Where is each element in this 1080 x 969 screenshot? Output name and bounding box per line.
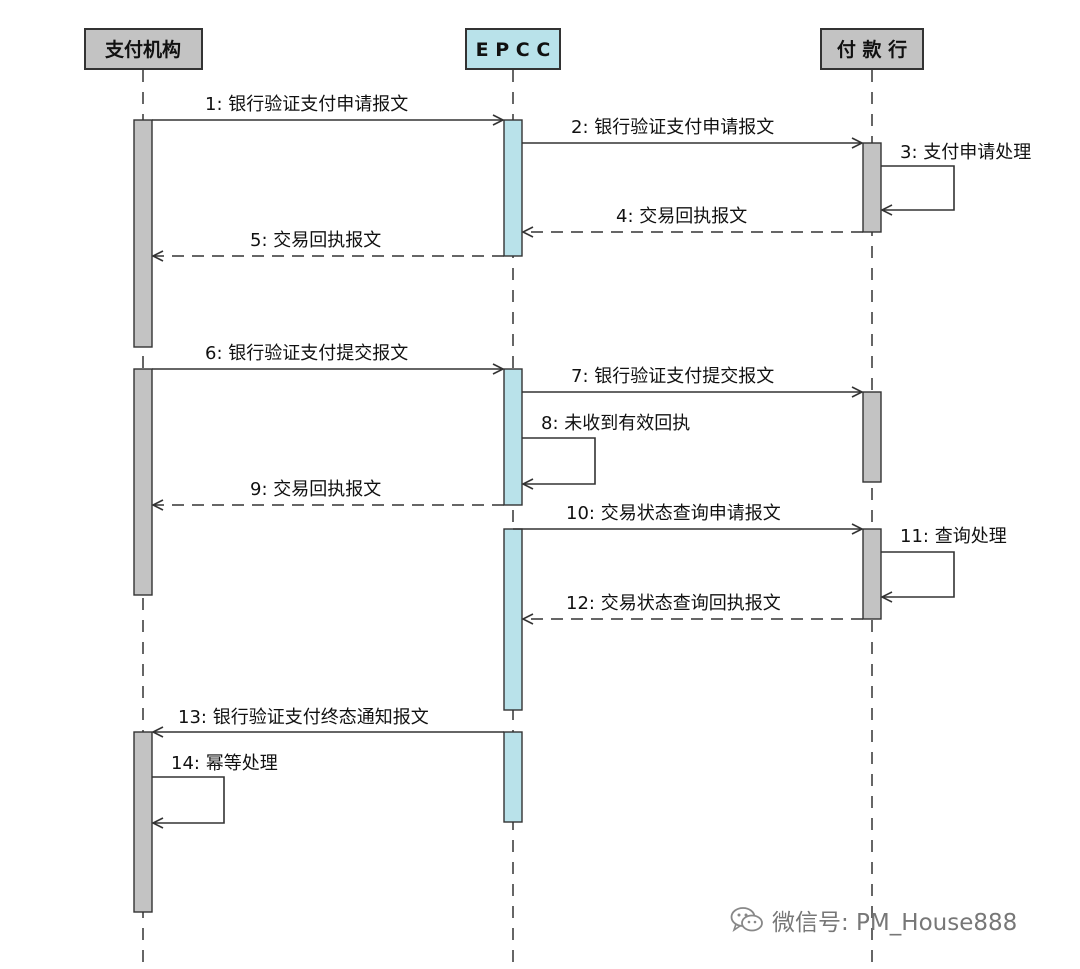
message-label-2: 2: 银行验证支付申请报文 [571,117,774,138]
participant-box-payer-bank [820,28,924,70]
message-13: 13: 银行验证支付终态通知报文 [153,707,504,732]
message-label-12: 12: 交易状态查询回执报文 [566,593,781,614]
message-14: 14: 幂等处理 [152,753,278,823]
message-label-3: 3: 支付申请处理 [900,142,1031,163]
participant-header-payer-bank: 付 款 行 [820,28,924,70]
message-7: 7: 银行验证支付提交报文 [522,366,862,392]
message-3: 3: 支付申请处理 [881,142,1031,210]
message-label-10: 10: 交易状态查询申请报文 [566,503,781,524]
message-label-7: 7: 银行验证支付提交报文 [571,366,774,387]
activation-bar-epcc-2 [503,368,523,506]
watermark: 微信号: PM_House888 [730,903,1017,937]
message-label-5: 5: 交易回执报文 [250,230,381,251]
message-arrow-14 [152,776,225,823]
message-4: 4: 交易回执报文 [523,206,863,232]
message-11: 11: 查询处理 [881,526,1007,597]
message-label-1: 1: 银行验证支付申请报文 [205,94,408,115]
participant-box-payinst [84,28,203,70]
activation-bars [133,119,882,913]
activation-bar-payinst-2 [133,368,153,596]
participant-label-payinst: 支付机构 [104,38,181,61]
message-2: 2: 银行验证支付申请报文 [522,117,862,143]
message-arrow-3 [881,165,955,210]
activation-bar-epcc-4 [503,731,523,823]
activation-bar-payer-bank-1 [862,142,882,233]
activation-bar-payer-bank-3 [862,528,882,620]
message-label-9: 9: 交易回执报文 [250,479,381,500]
message-10: 10: 交易状态查询申请报文 [513,503,862,529]
message-5: 5: 交易回执报文 [153,230,504,256]
participant-label-payer-bank: 付 款 行 [837,38,907,61]
message-8: 8: 未收到有效回执 [522,413,690,484]
message-label-14: 14: 幂等处理 [171,753,278,774]
activation-bar-epcc-1 [503,119,523,257]
participant-header-epcc: E P C C [465,28,561,70]
message-12: 12: 交易状态查询回执报文 [523,593,863,619]
participant-label-epcc: E P C C [476,39,551,61]
participant-header-payinst: 支付机构 [84,28,203,70]
activation-bar-epcc-3 [503,528,523,711]
message-arrow-8 [522,437,596,484]
message-9: 9: 交易回执报文 [153,479,504,505]
message-label-4: 4: 交易回执报文 [616,206,747,227]
activation-bar-payer-bank-2 [862,391,882,483]
activation-bar-payinst-3 [133,731,153,913]
message-label-8: 8: 未收到有效回执 [541,413,690,434]
watermark-text: 微信号: PM_House888 [772,910,1018,936]
message-label-13: 13: 银行验证支付终态通知报文 [178,707,429,728]
activation-bar-payinst-1 [133,119,153,348]
participant-box-epcc [465,28,561,70]
message-6: 6: 银行验证支付提交报文 [152,343,503,369]
message-label-6: 6: 银行验证支付提交报文 [205,343,408,364]
message-1: 1: 银行验证支付申请报文 [152,94,503,120]
wechat-icon [730,907,763,932]
message-arrow-11 [881,551,955,597]
message-label-11: 11: 查询处理 [900,526,1007,547]
